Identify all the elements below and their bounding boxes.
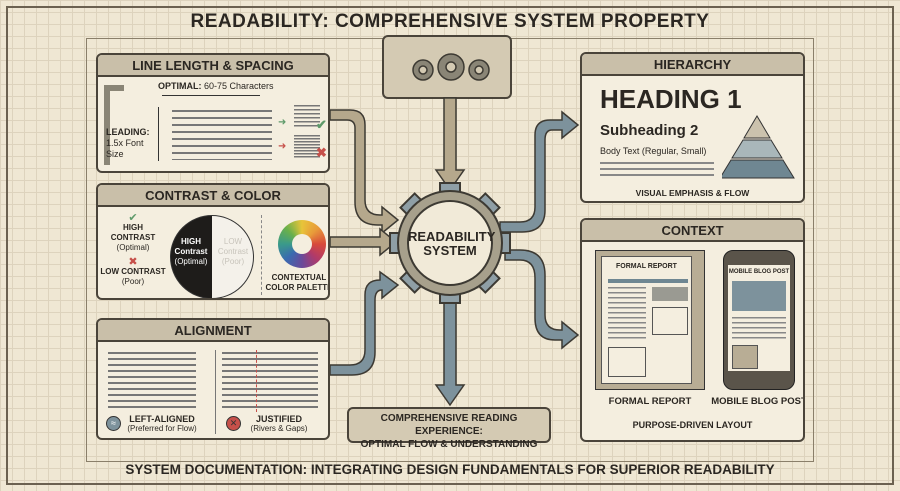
alignment-panel: ALIGNMENT ≈ LEFT-ALIGNED(Preferred for F… bbox=[96, 318, 330, 440]
sample-text-lines bbox=[172, 110, 272, 160]
good-spacing-lines bbox=[294, 105, 320, 127]
outcome-label: COMPREHENSIVE READING EXPERIENCE: OPTIMA… bbox=[348, 412, 550, 451]
leading-value: 1.5x Font Size bbox=[106, 138, 144, 159]
subheading-sample: Subheading 2 bbox=[600, 122, 699, 139]
height-measure bbox=[158, 107, 159, 161]
divider bbox=[215, 350, 216, 434]
center-label-line1: READABILITY bbox=[408, 229, 496, 244]
palette-label-1: CONTEXTUAL bbox=[271, 273, 327, 282]
cross-icon: ✖ bbox=[316, 145, 327, 160]
cross-circle-icon: ✕ bbox=[226, 416, 241, 431]
bar-chart-icon bbox=[652, 307, 688, 335]
arrow-alignment bbox=[329, 270, 400, 376]
context-panel: CONTEXT FORMAL REPORT MOBILE BLOG POST F… bbox=[580, 218, 805, 442]
palette-label-2: COLOR PALETTE bbox=[265, 283, 330, 292]
justified-lines bbox=[222, 352, 318, 410]
outcome-line2: OPTIMAL FLOW & UNDERSTANDING bbox=[360, 439, 538, 450]
color-wheel-icon bbox=[278, 220, 326, 268]
left-aligned-label: LEFT-ALIGNED bbox=[129, 414, 195, 424]
formal-report-icon: FORMAL REPORT bbox=[595, 250, 705, 390]
contrast-panel: CONTRAST & COLOR ✔ HIGH CONTRAST (Optima… bbox=[96, 183, 330, 300]
bad-spacing-lines bbox=[294, 135, 320, 159]
arrow-bottom bbox=[434, 297, 466, 407]
mobile-blog-label: MOBILE BLOG POST bbox=[711, 396, 805, 407]
outcome-box bbox=[347, 407, 551, 443]
blog-title: MOBILE BLOG POST bbox=[728, 269, 790, 275]
circle-high3: (Optimal) bbox=[174, 257, 208, 266]
context-caption: PURPOSE-DRIVEN LAYOUT bbox=[632, 420, 753, 430]
bar-chart-icon bbox=[608, 347, 646, 377]
caliper-icon bbox=[104, 85, 124, 165]
circle-high2: Contrast bbox=[174, 247, 208, 256]
hierarchy-panel: HIERARCHY HEADING 1 Subheading 2 Body Te… bbox=[580, 52, 805, 203]
line-length-panel: LINE LENGTH & SPACING OPTIMAL: 60-75 Cha… bbox=[96, 53, 330, 173]
gears-icon bbox=[412, 53, 490, 81]
heading-1-sample: HEADING 1 bbox=[600, 84, 742, 114]
cross-icon: ✖ bbox=[128, 256, 138, 268]
arrow-bad-icon: ➜ bbox=[278, 141, 287, 152]
outer-frame bbox=[6, 6, 894, 485]
panel-header: CONTEXT bbox=[582, 220, 803, 242]
circle-low2: Contrast bbox=[217, 247, 249, 256]
center-label-line2: SYSTEM bbox=[423, 243, 477, 258]
pyramid-icon bbox=[722, 115, 795, 179]
page-title: READABILITY: COMPREHENSIVE SYSTEM PROPER… bbox=[190, 11, 710, 32]
footer-caption: SYSTEM DOCUMENTATION: INTEGRATING DESIGN… bbox=[125, 462, 775, 477]
body-text-sample: Body Text (Regular, Small) bbox=[600, 146, 707, 156]
leading-label: LEADING: bbox=[106, 127, 150, 137]
high-contrast-label: HIGH CONTRAST bbox=[110, 223, 156, 242]
check-icon: ✔ bbox=[128, 212, 138, 224]
center-label: READABILITY SYSTEM bbox=[408, 229, 496, 258]
image-icon bbox=[732, 281, 786, 311]
outcome-line1: COMPREHENSIVE READING EXPERIENCE: bbox=[380, 413, 518, 437]
body-lines bbox=[600, 162, 714, 178]
arrow-contrast bbox=[329, 227, 398, 257]
left-aligned-sub: (Preferred for Flow) bbox=[127, 424, 197, 433]
wave-icon: ≈ bbox=[106, 416, 121, 431]
arrow-top bbox=[434, 97, 466, 192]
circle-low: LOW bbox=[223, 237, 243, 246]
divider bbox=[261, 215, 262, 295]
circle-high: HIGH bbox=[181, 237, 201, 246]
check-icon: ✔ bbox=[316, 117, 327, 132]
report-title: FORMAL REPORT bbox=[616, 263, 677, 270]
left-aligned-lines bbox=[108, 352, 196, 410]
low-contrast-sub: (Poor) bbox=[121, 277, 145, 286]
panel-header: CONTRAST & COLOR bbox=[98, 185, 328, 207]
mobile-phone-icon: MOBILE BLOG POST bbox=[723, 250, 795, 390]
contrast-circle bbox=[170, 215, 254, 298]
width-measure bbox=[162, 95, 260, 96]
justified-sub: (Rivers & Gaps) bbox=[250, 424, 308, 433]
arrow-good-icon: ➜ bbox=[278, 117, 287, 128]
arrow-context bbox=[504, 249, 580, 350]
arrow-line-length bbox=[329, 109, 400, 235]
river-marks bbox=[256, 350, 260, 412]
optimal-label: OPTIMAL: bbox=[158, 81, 202, 91]
panel-header: LINE LENGTH & SPACING bbox=[98, 55, 328, 77]
panel-header: ALIGNMENT bbox=[98, 320, 328, 342]
optimal-value: 60-75 Characters bbox=[204, 81, 274, 91]
circle-low3: (Poor) bbox=[221, 257, 245, 266]
formal-report-label: FORMAL REPORT bbox=[608, 396, 692, 407]
high-contrast-sub: (Optimal) bbox=[116, 243, 150, 252]
panel-header: HIERARCHY bbox=[582, 54, 803, 76]
justified-label: JUSTIFIED bbox=[255, 414, 302, 424]
hierarchy-caption: VISUAL EMPHASIS & FLOW bbox=[635, 188, 750, 198]
arrow-hierarchy bbox=[499, 110, 580, 233]
central-gear bbox=[389, 182, 511, 304]
low-contrast-label: LOW CONTRAST bbox=[100, 267, 166, 276]
